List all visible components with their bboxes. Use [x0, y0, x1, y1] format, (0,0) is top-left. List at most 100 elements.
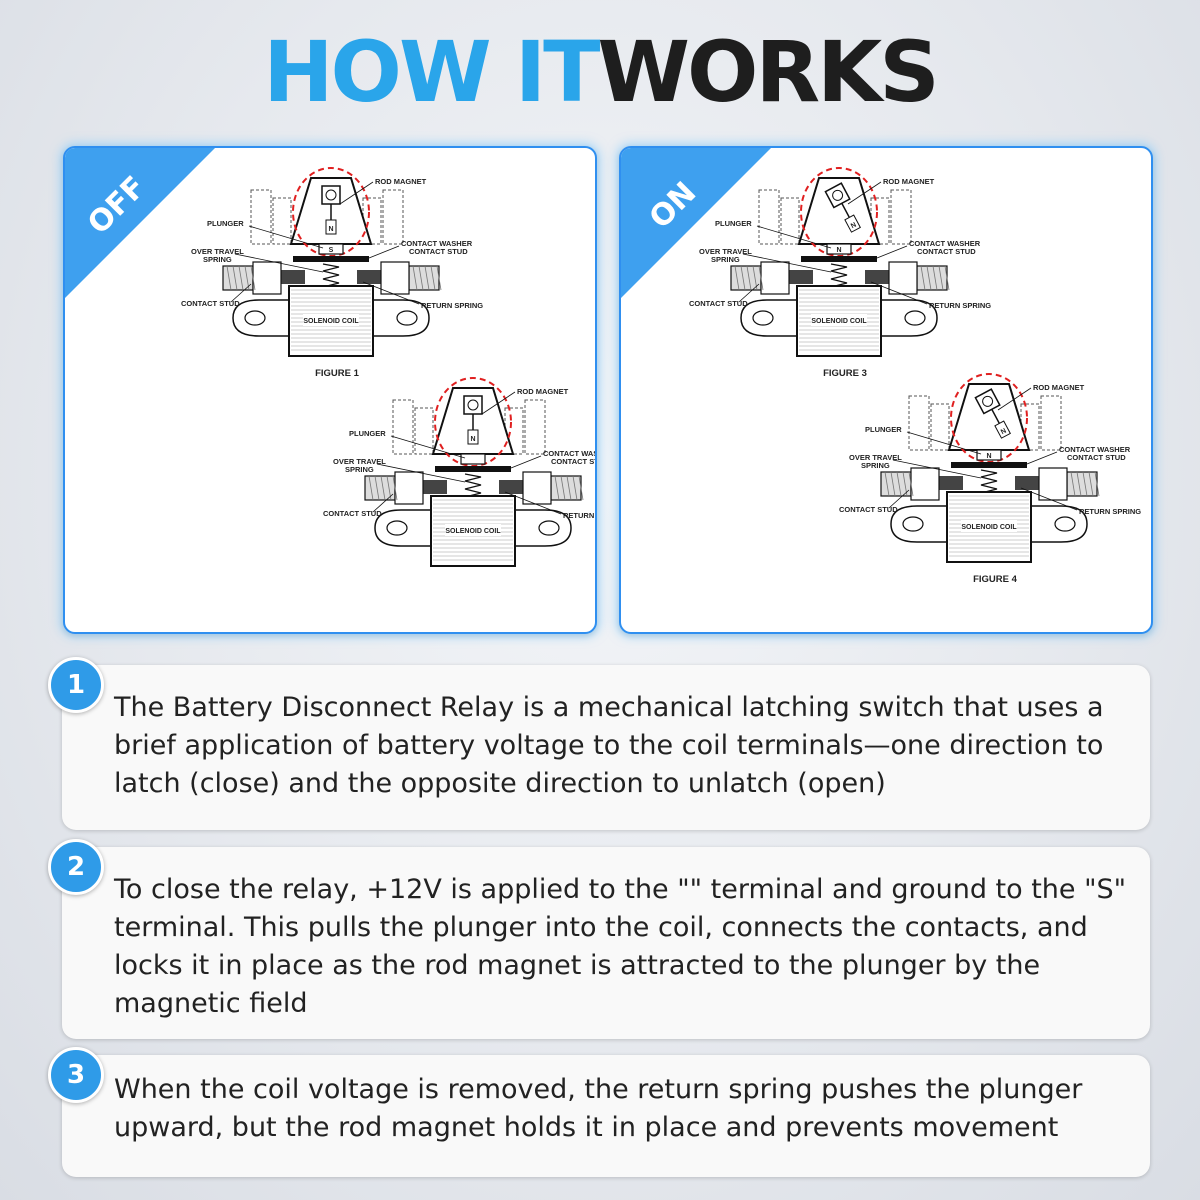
- callout-line: [906, 431, 982, 455]
- contact-stud-label: CONTACT STUD: [839, 505, 898, 514]
- thread-line: [250, 265, 256, 291]
- rod-magnet: N: [974, 388, 1011, 439]
- rod-magnet-label: ROD MAGNET: [375, 177, 427, 186]
- solenoid-coil-label: SOLENOID COIL: [811, 318, 867, 325]
- callout-line: [1026, 451, 1058, 465]
- callout-line: [248, 225, 324, 249]
- callout-line: [234, 253, 324, 273]
- return-spring-label: RETURN SPRING: [1079, 507, 1141, 516]
- contact-stud-nut: [252, 261, 282, 295]
- housing-outline: [890, 189, 912, 245]
- rod-magnet-pivot: [325, 189, 337, 201]
- plunger-label: PLUNGER: [207, 219, 244, 228]
- step-text: The Battery Disconnect Relay is a mechan…: [114, 692, 1104, 799]
- figure-caption: FIGURE 1: [315, 368, 360, 379]
- title-part-2: WORKS: [597, 23, 939, 121]
- step-text: To close the relay, +12V is applied to t…: [114, 874, 1127, 1019]
- callout-line: [230, 283, 252, 303]
- rod-magnet-head: [463, 395, 483, 415]
- thread-line: [1076, 471, 1082, 497]
- plunger-head: [976, 449, 1002, 461]
- contact-washer: [293, 256, 369, 262]
- coil-label-bg: [445, 524, 501, 536]
- contact-block: [789, 270, 813, 284]
- step-card-1: 1 The Battery Disconnect Relay is a mech…: [48, 657, 1150, 830]
- thread-line: [1094, 471, 1100, 497]
- contact-washer-label: CONTACT WASHER: [1059, 445, 1131, 454]
- over-travel-spring-label: OVER TRAVEL: [333, 457, 386, 466]
- rod-magnet-pole: [467, 429, 479, 445]
- thread-line: [232, 265, 238, 291]
- thread-line: [926, 265, 932, 291]
- callout-line: [847, 181, 882, 205]
- contact-block: [281, 270, 305, 284]
- solenoid-coil-label: SOLENOID COIL: [961, 524, 1017, 531]
- thread-line: [1070, 471, 1076, 497]
- step-number-badge: 1: [48, 657, 104, 713]
- housing-outline: [524, 399, 546, 455]
- contact-stud-nut: [1038, 467, 1068, 501]
- plunger-head: [460, 453, 486, 465]
- contact-stud-label: CONTACT STUD: [689, 299, 748, 308]
- rod-magnet: N: [824, 182, 861, 233]
- step-card-3: 3 When the coil voltage is removed, the …: [48, 1047, 1150, 1177]
- solenoid-coil-label: SOLENOID COIL: [445, 528, 501, 535]
- contact-block: [1015, 476, 1039, 490]
- housing-outline: [780, 197, 800, 245]
- pole-label: N: [986, 453, 991, 460]
- thread-line: [908, 471, 914, 497]
- solenoid-coil-label: SOLENOID COIL: [303, 318, 359, 325]
- page-title: HOW ITWORKS: [0, 22, 1200, 122]
- contact-washer: [801, 256, 877, 262]
- over-travel-spring-label: SPRING: [203, 255, 232, 264]
- contact-stud-nut: [910, 467, 940, 501]
- mounting-hole: [902, 516, 924, 532]
- contact-stud-label: CONTACT STUD: [323, 509, 382, 518]
- state-ribbon: [65, 148, 215, 298]
- contact-stud-nut: [380, 261, 410, 295]
- housing-outline: [414, 407, 434, 455]
- callout-line: [339, 181, 374, 205]
- rod-magnet-label: ROD MAGNET: [883, 177, 935, 186]
- mounting-hole: [386, 520, 408, 536]
- thread-line: [572, 475, 578, 501]
- callout-line: [892, 459, 982, 479]
- mounting-hole: [244, 310, 266, 326]
- callout-line: [376, 463, 466, 483]
- thread-line: [566, 475, 572, 501]
- over-travel-spring-label: SPRING: [345, 465, 374, 474]
- contact-stud-label: CONTACT STUD: [409, 247, 468, 256]
- thread-line: [884, 471, 890, 497]
- housing-outline: [1040, 395, 1062, 451]
- thread-line: [578, 475, 584, 501]
- contact-block: [939, 476, 963, 490]
- housing-outline: [250, 189, 272, 245]
- thread-line: [1088, 471, 1094, 497]
- rod-magnet-pole: [325, 219, 337, 235]
- pole-label: N: [470, 436, 475, 443]
- thread-line: [554, 475, 560, 501]
- housing-outline: [908, 395, 930, 451]
- figure-caption: FIGURE 4: [973, 574, 1018, 585]
- plunger-head: [826, 243, 852, 255]
- rod-magnet-head: [321, 185, 341, 205]
- housing-outline: [382, 189, 404, 245]
- pole-label: N: [836, 247, 841, 254]
- rod-magnet-label: ROD MAGNET: [1033, 383, 1085, 392]
- rod-magnet-pivot: [982, 395, 994, 407]
- step-card-2: 2 To close the relay, +12V is applied to…: [48, 839, 1150, 1039]
- callout-line: [504, 491, 562, 515]
- thread-line: [226, 265, 232, 291]
- contact-block: [499, 480, 523, 494]
- thread-line: [418, 265, 424, 291]
- thread-line: [560, 475, 566, 501]
- plunger-head: [318, 243, 344, 255]
- contact-stud-label: CONTACT STUD: [1067, 453, 1126, 462]
- thread-line: [412, 265, 418, 291]
- contact-stud-label: CONTACT STUD: [181, 299, 240, 308]
- contact-washer-label: CONTACT WASHER: [543, 449, 595, 458]
